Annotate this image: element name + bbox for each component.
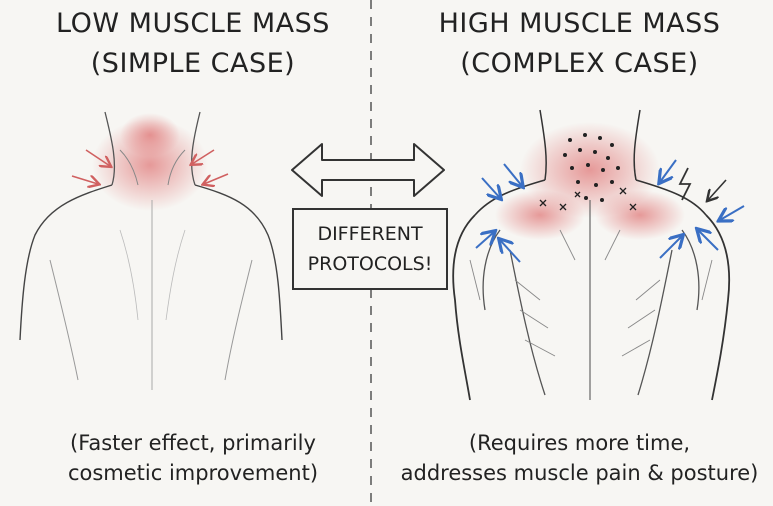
left-heading: LOW MUSCLE MASS (SIMPLE CASE) [0,4,386,84]
double-arrow-icon [291,143,445,197]
protocols-label-line2: PROTOCOLS! [307,253,433,275]
left-title-line2: (SIMPLE CASE) [90,48,296,79]
left-caption: (Faster effect, primarily cosmetic impro… [0,428,386,488]
low-muscle-figure [19,111,283,390]
right-caption: (Requires more time, addresses muscle pa… [386,428,773,488]
right-caption-line2: addresses muscle pain & posture) [400,461,759,485]
left-caption-line2: cosmetic improvement) [67,461,319,485]
right-title-line2: (COMPLEX CASE) [460,48,699,79]
protocols-label-box: DIFFERENT PROTOCOLS! [292,208,448,290]
left-neck-tension-zone [92,119,208,211]
lightning-icon [678,167,692,201]
left-title-line1: LOW MUSCLE MASS [56,8,330,39]
right-title-line1: HIGH MUSCLE MASS [438,8,721,39]
left-caption-line1: (Faster effect, primarily [70,431,316,455]
right-caption-line1: (Requires more time, [468,431,691,455]
protocols-label-line1: DIFFERENT [317,223,423,245]
high-muscle-figure [452,109,745,401]
right-heading: HIGH MUSCLE MASS (COMPLEX CASE) [386,4,773,84]
